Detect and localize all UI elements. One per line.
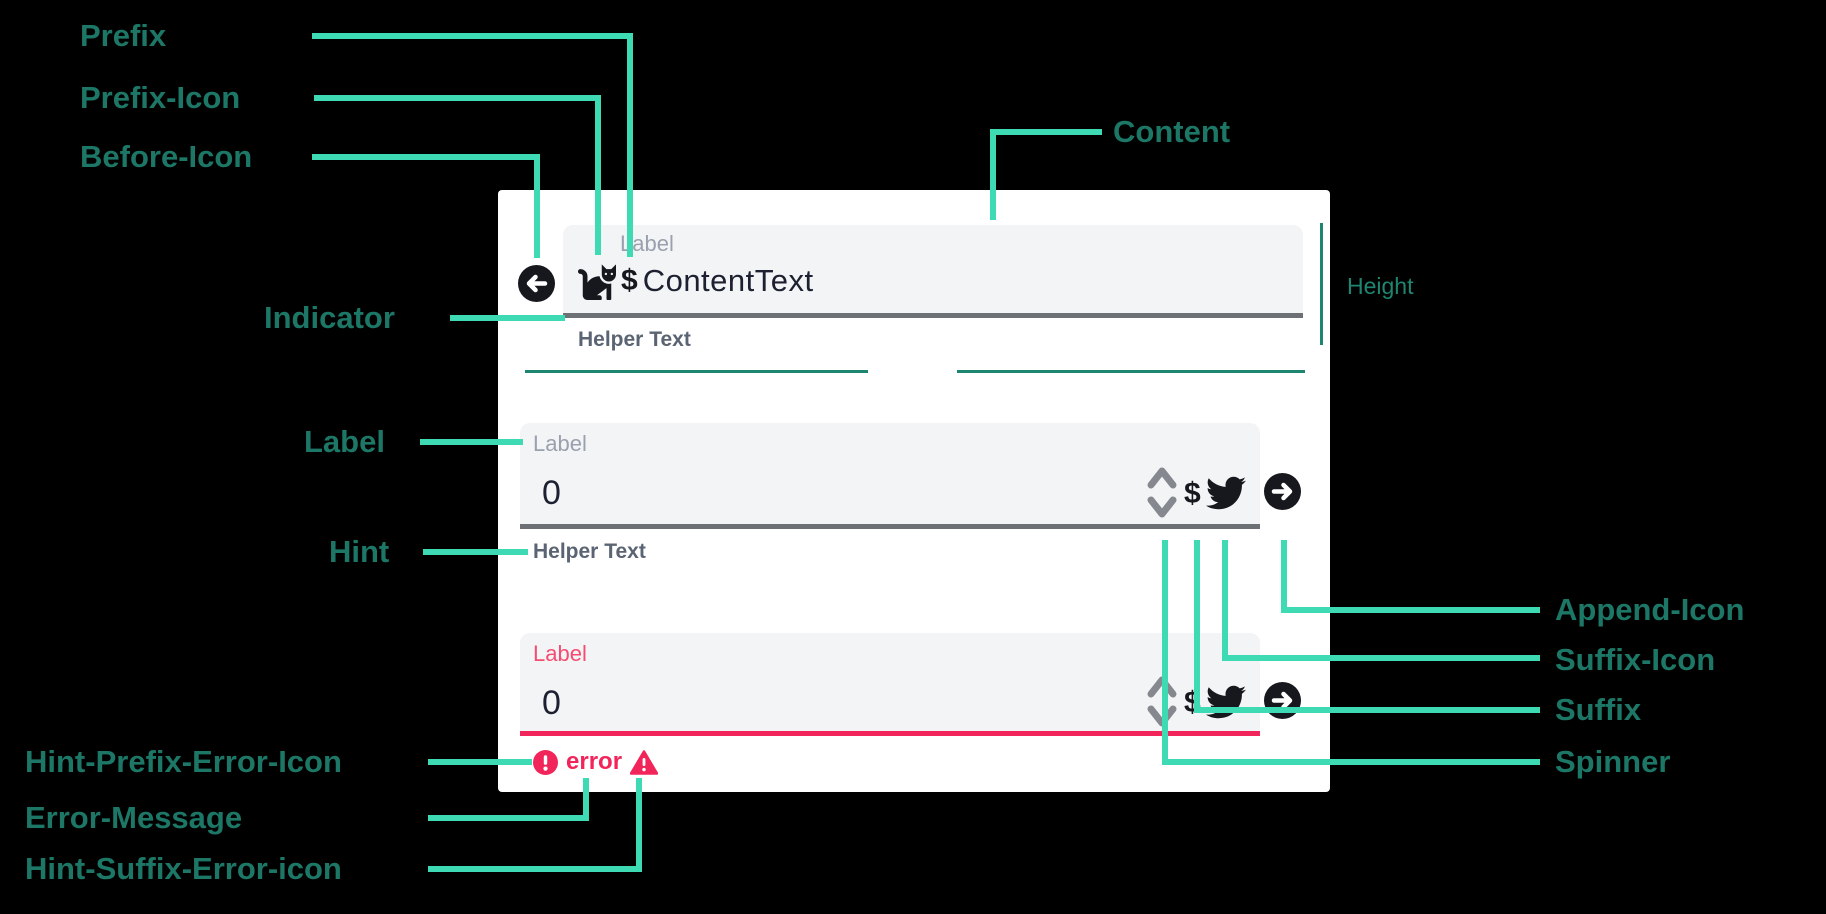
width-measure-line-right bbox=[957, 370, 1305, 373]
annotation-spinner: Spinner bbox=[1555, 744, 1671, 779]
annotation-content: Content bbox=[1113, 114, 1231, 149]
before-icon-line-h bbox=[312, 154, 540, 160]
width-measure-line-left bbox=[525, 370, 868, 373]
hint-line bbox=[423, 549, 528, 555]
spinner[interactable] bbox=[1144, 462, 1180, 523]
spinner-line-v bbox=[1162, 540, 1168, 765]
bird-icon bbox=[1206, 473, 1246, 513]
suffix-text: $ bbox=[1184, 477, 1201, 510]
spinner-line-h bbox=[1162, 759, 1540, 765]
indicator-line bbox=[450, 315, 565, 321]
before-icon-line-v bbox=[534, 154, 540, 258]
hint-suffix-error-line-h bbox=[428, 866, 642, 872]
error-message-line-h bbox=[428, 815, 589, 821]
height-label: Height bbox=[1347, 273, 1414, 299]
content-line-h bbox=[990, 129, 1102, 135]
suffix-line-h bbox=[1194, 707, 1540, 713]
bird-icon-field3 bbox=[1206, 682, 1246, 722]
annotation-prefix: Prefix bbox=[80, 18, 167, 53]
prefix-icon-line-h bbox=[314, 95, 600, 101]
prefix-text: $ bbox=[621, 264, 638, 297]
field3-label: Label bbox=[533, 641, 587, 666]
append-icon-field3[interactable] bbox=[1264, 682, 1301, 719]
field1-helper-text: Helper Text bbox=[578, 328, 691, 351]
warning-triangle-icon bbox=[629, 749, 659, 775]
indicator-underline-1 bbox=[563, 313, 1303, 318]
exclamation-circle-icon bbox=[533, 749, 558, 775]
hint-prefix-error-line bbox=[428, 759, 532, 765]
content-text: ContentText bbox=[642, 263, 814, 298]
append-icon[interactable] bbox=[1264, 473, 1301, 510]
text-field-2[interactable] bbox=[520, 423, 1260, 529]
annotation-label: Label bbox=[304, 424, 385, 459]
annotation-indicator: Indicator bbox=[264, 300, 395, 335]
field2-helper-text: Helper Text bbox=[533, 540, 646, 563]
field3-value: 0 bbox=[542, 684, 561, 722]
label-line bbox=[420, 439, 523, 445]
text-field-3-error[interactable] bbox=[520, 633, 1260, 735]
before-icon[interactable] bbox=[518, 265, 555, 302]
annotation-suffix: Suffix bbox=[1555, 692, 1642, 727]
append-icon-line-v bbox=[1281, 540, 1287, 613]
field2-value: 0 bbox=[542, 474, 561, 512]
annotation-before-icon: Before-Icon bbox=[80, 139, 253, 174]
prefix-line-v bbox=[627, 33, 633, 257]
suffix-icon-line-v bbox=[1222, 540, 1228, 661]
prefix-icon-line-v bbox=[595, 95, 601, 255]
suffix-line-v bbox=[1194, 540, 1200, 713]
suffix-icon-line-h bbox=[1222, 655, 1540, 661]
append-icon-line-h bbox=[1281, 607, 1540, 613]
indicator-underline-2 bbox=[520, 524, 1260, 529]
hint-suffix-error-line-v bbox=[636, 778, 642, 872]
error-message-text: error bbox=[566, 748, 623, 775]
height-measure-line bbox=[1320, 223, 1323, 345]
prefix-line-h bbox=[312, 33, 632, 39]
cat-icon bbox=[578, 262, 616, 300]
text-field-1[interactable] bbox=[563, 225, 1303, 318]
annotation-prefix-icon: Prefix-Icon bbox=[80, 80, 241, 115]
error-indicator-underline bbox=[520, 731, 1260, 736]
content-line-v bbox=[990, 129, 996, 220]
annotation-hint: Hint bbox=[329, 534, 390, 569]
error-message-line-v bbox=[583, 778, 589, 821]
annotation-suffix-icon: Suffix-Icon bbox=[1555, 642, 1716, 677]
annotation-error-message: Error-Message bbox=[25, 800, 243, 835]
field2-label: Label bbox=[533, 431, 587, 456]
annotation-hint-prefix-error-icon: Hint-Prefix-Error-Icon bbox=[25, 744, 342, 779]
annotation-hint-suffix-error-icon: Hint-Suffix-Error-icon bbox=[25, 851, 342, 886]
annotation-append-icon: Append-Icon bbox=[1555, 592, 1745, 627]
